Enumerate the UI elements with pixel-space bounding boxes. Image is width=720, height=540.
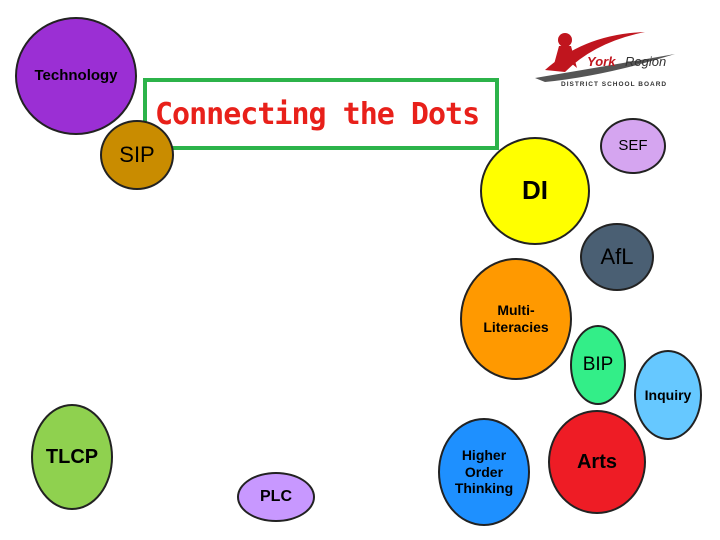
logo-region: Region [625,54,667,69]
dot-bip: BIP [570,325,626,405]
dot-sef: SEF [600,118,666,174]
dot-technology: Technology [15,17,137,135]
dot-inquiry: Inquiry [634,350,702,440]
dot-higher-order-thinking-label: Higher Order Thinking [454,446,514,497]
dot-inquiry-label: Inquiry [644,386,692,403]
slide-title: Connecting the Dots [155,96,480,132]
dot-sip-label: SIP [119,141,155,167]
dot-technology-label: Technology [34,67,118,84]
dot-afl: AfL [580,223,654,291]
dot-sip: SIP [100,120,174,190]
logo-swoosh-icon [535,32,675,82]
dot-multi-literacies-label: Multi- Literacies [483,302,549,335]
dot-higher-order-thinking: Higher Order Thinking [438,418,530,526]
dot-arts: Arts [548,410,646,514]
dot-plc: PLC [237,472,315,522]
dot-sef-label: SEF [618,137,648,154]
dot-di-label: DI [522,175,548,206]
dot-tlcp-label: TLCP [45,446,99,468]
dot-di: DI [480,137,590,245]
title-box: Connecting the Dots [143,78,499,150]
york-region-logo: York Region DISTRICT SCHOOL BOARD [525,24,685,94]
dot-afl-label: AfL [600,243,634,269]
dot-bip-label: BIP [582,353,614,375]
dot-plc-label: PLC [260,488,292,506]
logo-board: DISTRICT SCHOOL BOARD [561,81,668,88]
dot-tlcp: TLCP [31,404,113,510]
logo-york: York [587,54,616,69]
dot-arts-label: Arts [576,451,617,473]
dot-multi-literacies: Multi- Literacies [460,258,572,380]
